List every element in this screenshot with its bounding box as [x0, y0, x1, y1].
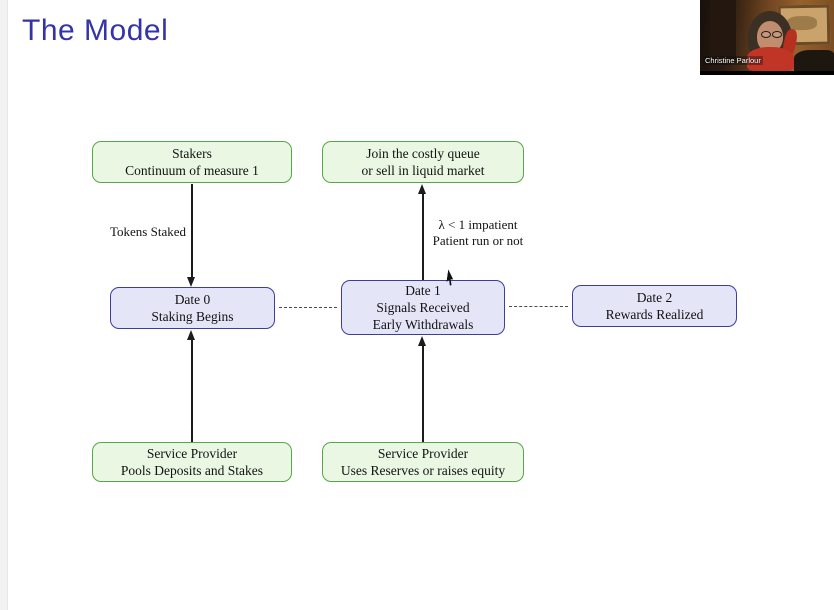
node-sp-left-line1: Service Provider — [146, 446, 238, 461]
node-stakers-line2: Continuum of measure 1 — [125, 163, 259, 178]
node-sp-right-line1: Service Provider — [377, 446, 469, 461]
edge-label-tokens-staked: Tokens Staked — [110, 224, 186, 239]
arrowhead-up-icon — [187, 330, 195, 340]
node-service-provider-right: Service Provider Uses Reserves or raises… — [322, 442, 524, 482]
webcam-video[interactable]: Christine Parlour — [700, 0, 834, 75]
edge-label-lambda-line2: Patient run or not — [432, 232, 524, 248]
furniture-shadow — [794, 50, 834, 71]
node-join-queue-line2: or sell in liquid market — [361, 163, 485, 178]
node-date1-line2: Signals Received — [376, 300, 470, 315]
node-date2-line1: Date 2 — [636, 290, 673, 305]
edge-date1-date2-dashed — [509, 306, 568, 307]
node-sp-right-line2: Uses Reserves or raises equity — [340, 463, 506, 478]
node-join-queue-line1: Join the costly queue — [366, 146, 480, 161]
edge-spright-date1-line — [422, 345, 424, 442]
node-date0-line2: Staking Begins — [151, 309, 234, 324]
arrowhead-up-icon — [418, 184, 426, 194]
participant-name-label: Christine Parlour — [703, 56, 763, 65]
webcam-scene: Christine Parlour — [700, 0, 834, 71]
arrowhead-down-icon — [187, 277, 195, 287]
node-date1-line1: Date 1 — [405, 283, 441, 298]
edge-label-lambda: λ < 1 impatient Patient run or not — [424, 217, 532, 248]
node-stakers: Stakers Continuum of measure 1 — [92, 141, 292, 183]
node-date0-line1: Date 0 — [174, 292, 211, 307]
arrowhead-up-icon — [418, 336, 426, 346]
node-service-provider-left: Service Provider Pools Deposits and Stak… — [92, 442, 292, 482]
edge-date0-date1-dashed — [279, 307, 337, 308]
node-date2-line2: Rewards Realized — [605, 307, 704, 322]
node-stakers-line1: Stakers — [172, 146, 212, 161]
slide-title: The Model — [22, 14, 169, 47]
edge-label-lambda-line1: λ < 1 impatient — [438, 217, 518, 232]
node-date1-line3: Early Withdrawals — [372, 317, 474, 332]
edge-stakers-date0-line — [191, 184, 193, 278]
node-date2: Date 2 Rewards Realized — [572, 285, 737, 327]
slide-left-margin — [0, 0, 8, 610]
edge-date1-joinqueue-line — [422, 193, 424, 280]
edge-spleft-date0-line — [191, 339, 193, 442]
node-date1: Date 1 Signals Received Early Withdrawal… — [341, 280, 505, 335]
person-glasses — [758, 31, 784, 40]
glasses-lens-left — [760, 31, 771, 38]
person-scarf — [747, 47, 794, 71]
node-date0: Date 0 Staking Begins — [110, 287, 275, 329]
background-door — [710, 0, 736, 60]
glasses-lens-right — [771, 31, 782, 38]
node-sp-left-line2: Pools Deposits and Stakes — [120, 463, 264, 478]
node-join-queue: Join the costly queue or sell in liquid … — [322, 141, 524, 183]
